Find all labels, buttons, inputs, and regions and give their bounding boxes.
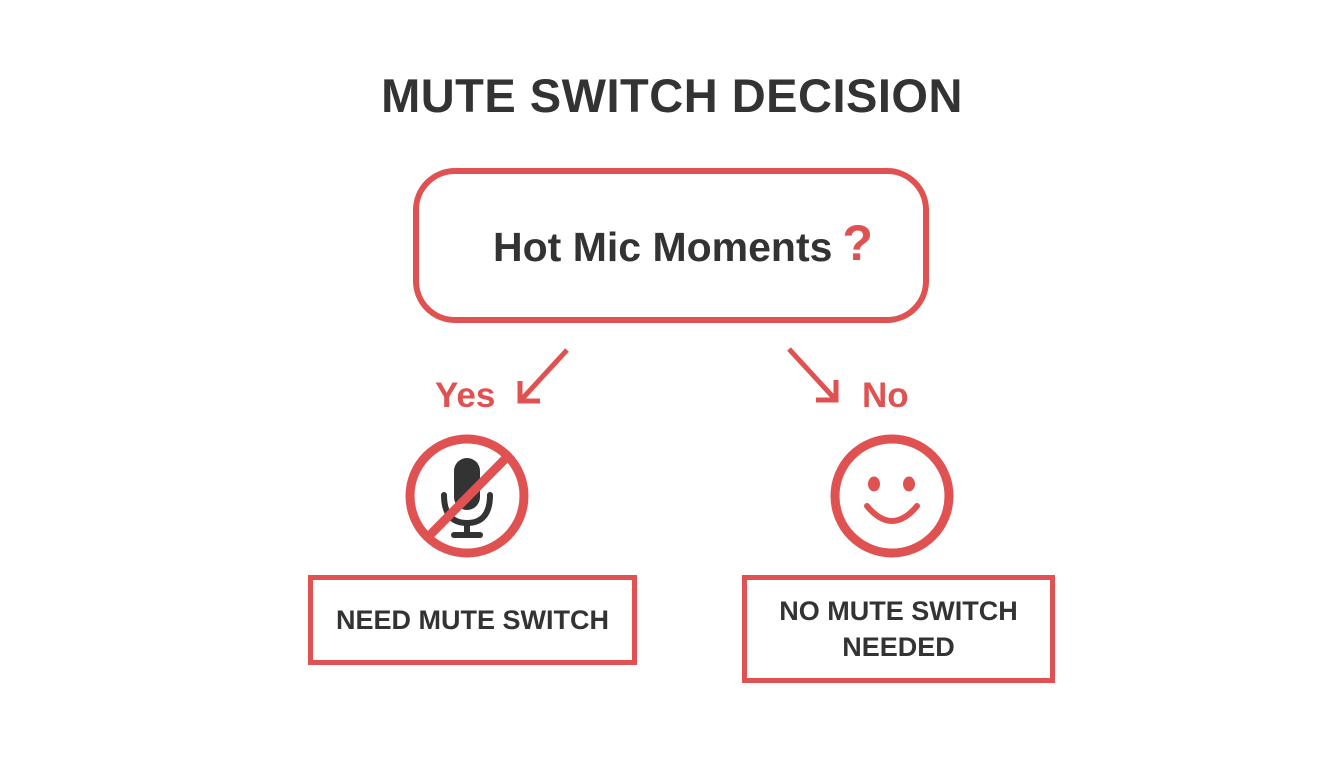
arrow-yes-icon — [517, 348, 569, 404]
question-mark-icon: ? — [842, 214, 873, 271]
branch-label-yes: Yes — [435, 376, 496, 415]
outcome-no-text-line1: NO MUTE SWITCH — [779, 596, 1018, 626]
muted-microphone-icon — [404, 433, 530, 559]
question-text: Hot Mic Moments — [493, 224, 833, 270]
outcome-no-text-line2: NEEDED — [842, 632, 955, 662]
outcome-yes-box: NEED MUTE SWITCH — [308, 575, 637, 665]
smiley-face-icon — [829, 433, 955, 559]
arrow-no-icon — [787, 347, 839, 403]
diagram-title: MUTE SWITCH DECISION — [381, 69, 963, 122]
question-node: Hot Mic Moments ? — [413, 168, 929, 323]
outcome-no-box: NO MUTE SWITCH NEEDED — [742, 575, 1055, 683]
branch-label-no: No — [862, 376, 909, 415]
outcome-yes-text: NEED MUTE SWITCH — [336, 605, 609, 635]
